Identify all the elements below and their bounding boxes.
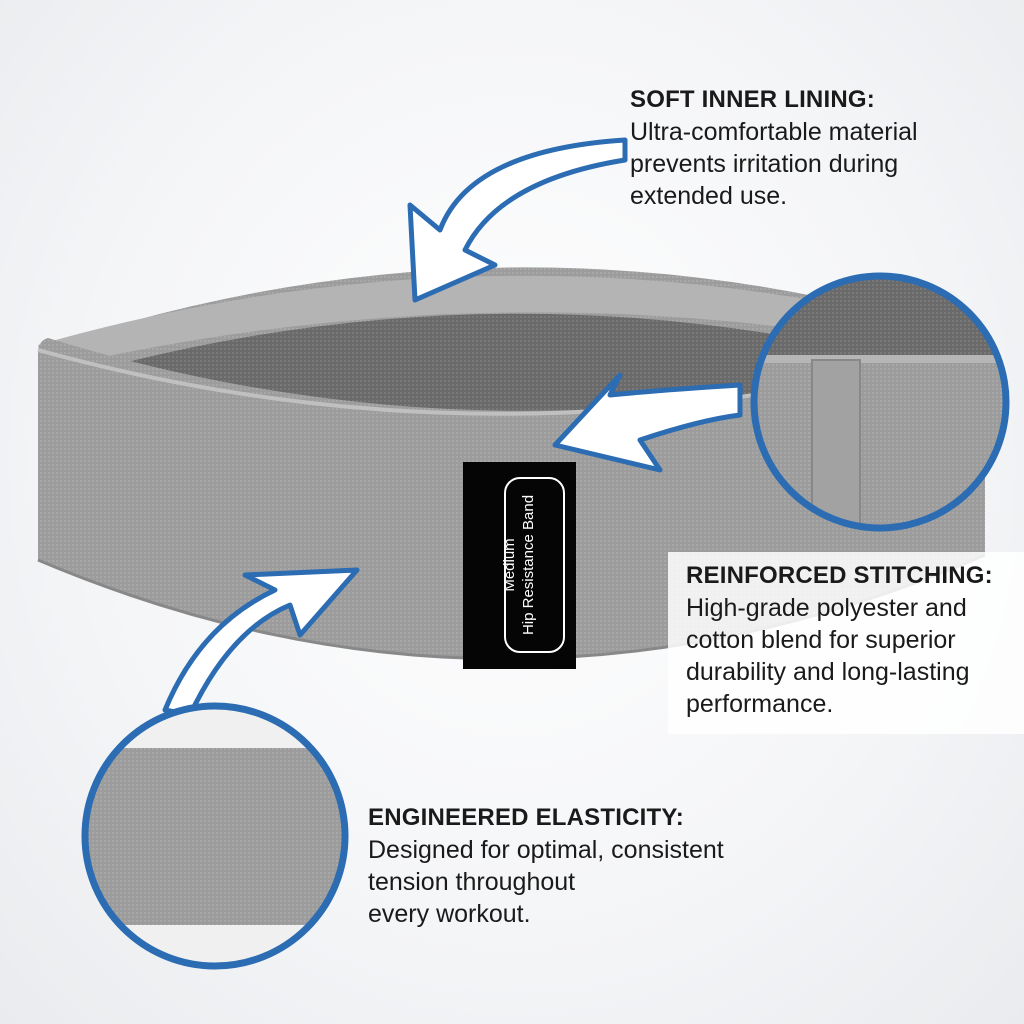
- label-outline: [504, 477, 565, 653]
- callout-line: prevents irritation during: [630, 150, 899, 178]
- callout-title: REINFORCED STITCHING:: [686, 562, 993, 589]
- label-line-2: Hip Resistance Band: [520, 494, 537, 636]
- callout-line: tension throughout: [368, 868, 576, 896]
- product-label: Medium Hip Resistance Band: [463, 462, 576, 669]
- elasticity-detail-circle: [81, 702, 349, 970]
- stitching-detail-circle: [750, 272, 1010, 532]
- callout-line: performance.: [686, 690, 834, 718]
- stitching-arrow-icon: [552, 372, 743, 473]
- callout-line: extended use.: [630, 182, 788, 210]
- callout-title: ENGINEERED ELASTICITY:: [368, 804, 684, 831]
- callout-line: cotton blend for superior: [686, 626, 956, 654]
- callout-line: durability and long-lasting: [686, 658, 970, 686]
- callout-line: High-grade polyester and: [686, 594, 967, 622]
- callout-reinforced-stitching: REINFORCED STITCHING: High-grade polyest…: [668, 552, 1024, 734]
- callout-soft-inner-lining: SOFT INNER LINING: Ultra-comfortable mat…: [630, 84, 1010, 212]
- callout-line: Designed for optimal, consistent: [368, 836, 724, 864]
- callout-title: SOFT INNER LINING:: [630, 86, 875, 113]
- label-text: Medium Hip Resistance Band: [500, 495, 538, 635]
- label-line-1: Medium: [501, 538, 518, 592]
- inner-lining-arrow-icon: [407, 137, 628, 303]
- elasticity-arrow-icon: [162, 567, 360, 718]
- callout-engineered-elasticity: ENGINEERED ELASTICITY: Designed for opti…: [368, 802, 768, 930]
- callout-line: Ultra-comfortable material: [630, 118, 918, 146]
- callout-line: every workout.: [368, 900, 531, 928]
